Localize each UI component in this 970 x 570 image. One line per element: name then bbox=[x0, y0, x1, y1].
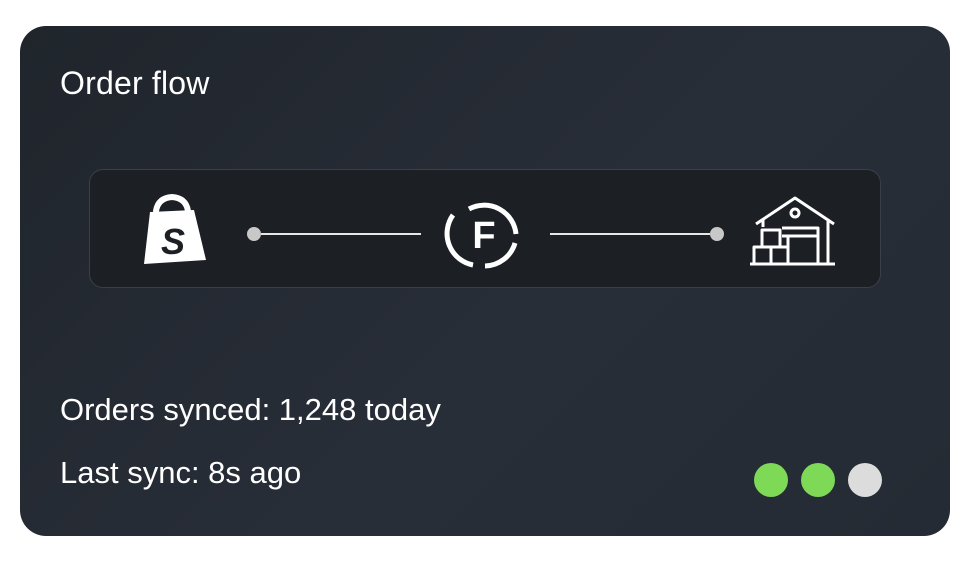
last-sync-text: Last sync: 8s ago bbox=[60, 455, 302, 490]
connector-right bbox=[550, 227, 724, 241]
card-title: Order flow bbox=[60, 65, 210, 101]
warehouse-icon bbox=[750, 196, 835, 266]
connector-left bbox=[247, 227, 421, 241]
status-dot-2 bbox=[801, 463, 835, 497]
status-indicator bbox=[754, 463, 882, 497]
hub-letter: F bbox=[472, 215, 495, 257]
status-dot-1 bbox=[754, 463, 788, 497]
order-flow-diagram: S F bbox=[89, 169, 881, 288]
status-dot-3 bbox=[848, 463, 882, 497]
fulfillment-f-icon: F bbox=[444, 202, 519, 269]
shopify-bag-icon: S bbox=[144, 193, 206, 264]
shopify-letter: S bbox=[161, 221, 185, 262]
order-flow-card: Order flow S F bbox=[20, 26, 950, 536]
orders-synced-text: Orders synced: 1,248 today bbox=[60, 392, 441, 427]
